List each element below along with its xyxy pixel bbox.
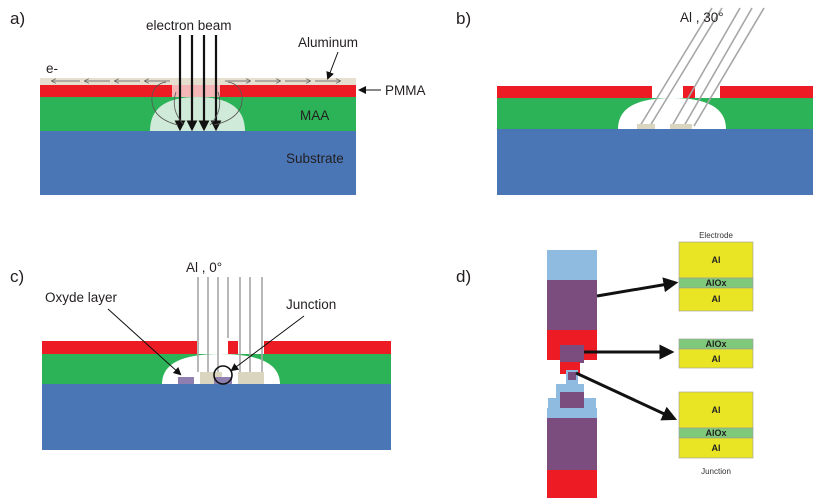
device-stack <box>547 250 597 498</box>
junction-circle <box>213 365 233 385</box>
oxide-deposit <box>178 377 194 384</box>
junction-layer-3: Al <box>712 443 721 453</box>
panel-a-letter: a) <box>10 9 25 28</box>
substrate-label: Substrate <box>286 151 344 166</box>
electrode-stack: Electrode Al AlOx Al <box>678 231 754 312</box>
electrode-layer-1: Al <box>712 255 721 265</box>
pmma-right-c <box>264 341 391 354</box>
substrate-layer-c <box>42 384 391 450</box>
angled-beams <box>639 7 765 127</box>
panel-d-letter: d) <box>456 267 471 286</box>
deposit-b2 <box>670 124 692 129</box>
aluminum-pointer <box>326 51 339 80</box>
aluminum-label: Aluminum <box>298 35 358 50</box>
electron-label: e- <box>46 61 58 76</box>
angle-label-b: Al , 30° <box>680 10 724 25</box>
middle-stack: AlOx Al <box>678 338 754 369</box>
electron-beam-lines <box>174 35 222 132</box>
junction-layer-1: Al <box>712 405 721 415</box>
deposit-c2 <box>238 372 264 384</box>
pointer-electrode <box>596 277 679 298</box>
electrode-layer-3: Al <box>712 294 721 304</box>
middle-layer-2: Al <box>712 354 721 364</box>
maa-label: MAA <box>300 108 329 123</box>
undercut-b <box>618 98 726 129</box>
oxide-label: Oxyde layer <box>45 290 118 305</box>
panel-b-letter: b) <box>456 9 471 28</box>
panel-c: c) Al , 0° Oxyde layer Junction <box>10 260 391 450</box>
middle-layer-1: AlOx <box>705 339 726 349</box>
junction-stack: Al AlOx Al Junction <box>678 391 754 476</box>
electron-beam-label: electron beam <box>146 18 232 33</box>
panel-d: d) Electrode Al AlOx <box>456 231 754 498</box>
deposit-b1 <box>637 124 655 129</box>
pmma-bridge-b <box>683 86 695 98</box>
vertical-beams <box>197 277 263 372</box>
pmma-exposed <box>172 85 220 97</box>
pointer-junction <box>575 371 678 421</box>
junction-pointer <box>230 315 305 372</box>
pmma-bridge-c <box>228 341 238 354</box>
substrate-layer <box>40 131 356 195</box>
pmma-left-c <box>42 341 197 354</box>
oxide-pointer <box>107 308 182 376</box>
angle-label-c: Al , 0° <box>186 260 222 275</box>
junction-layer-2: AlOx <box>705 428 726 438</box>
panel-c-letter: c) <box>10 267 24 286</box>
electrode-layer-2: AlOx <box>705 278 726 288</box>
substrate-layer-b <box>497 129 813 195</box>
panel-b: b) Al , 30° <box>456 7 813 195</box>
panel-a: a) electron beam <box>10 9 426 195</box>
aluminum-film <box>40 78 356 85</box>
electron-scatter-arrows <box>52 81 340 126</box>
pmma-right-b <box>720 86 813 98</box>
pmma-left-b <box>497 86 652 98</box>
junction-overlap <box>214 377 232 384</box>
junction-label: Junction <box>286 297 336 312</box>
junction-caption: Junction <box>701 467 731 476</box>
electrode-caption: Electrode <box>699 231 733 240</box>
pmma-label: PMMA <box>385 83 426 98</box>
